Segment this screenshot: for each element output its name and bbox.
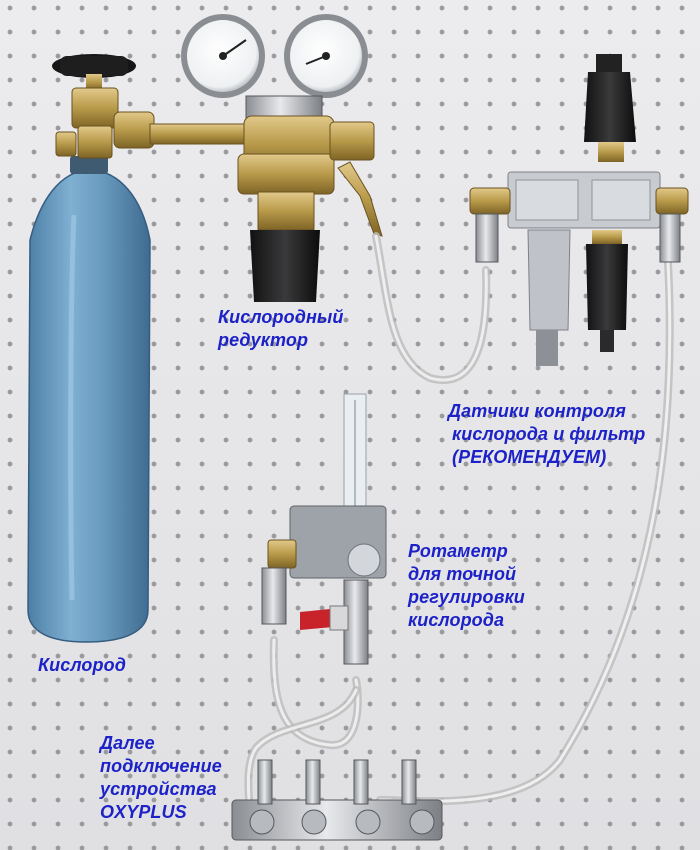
label-sensors-filter: Датчики контроля кислорода и фильтр (РЕК… [448,400,645,469]
rotameter [261,393,387,665]
oxygen-regulator [181,14,383,302]
label-oxygen-cylinder: Кислород [38,654,126,677]
label-line: регулировки [408,587,525,607]
label-line: (РЕКОМЕНДУЕМ) [452,447,607,467]
label-line: Датчики контроля [448,401,627,421]
label-line: для точной [408,564,517,584]
label-line: кислорода [408,610,505,630]
hose-lines [244,232,674,816]
label-oxygen-regulator: Кислородный редуктор [218,306,343,352]
label-rotameter: Ротаметр для точной регулировки кислород… [408,540,525,632]
oxygen-cylinder [27,156,151,643]
outlet-manifold [231,759,443,841]
label-next-connection: Далее подключение устройства OXYPLUS [100,732,222,824]
cylinder-valve [52,54,155,159]
label-line: устройства [100,779,217,799]
label-line: кислорода и фильтр [452,424,646,444]
label-line: Кислород [38,655,126,675]
label-line: подключение [100,756,222,776]
label-line: Далее [100,733,155,753]
label-line: Ротаметр [408,541,508,561]
sensor-filter-unit [469,54,689,366]
label-line: Кислородный [218,307,344,327]
label-line: OXYPLUS [100,802,187,822]
label-line: редуктор [218,330,309,350]
